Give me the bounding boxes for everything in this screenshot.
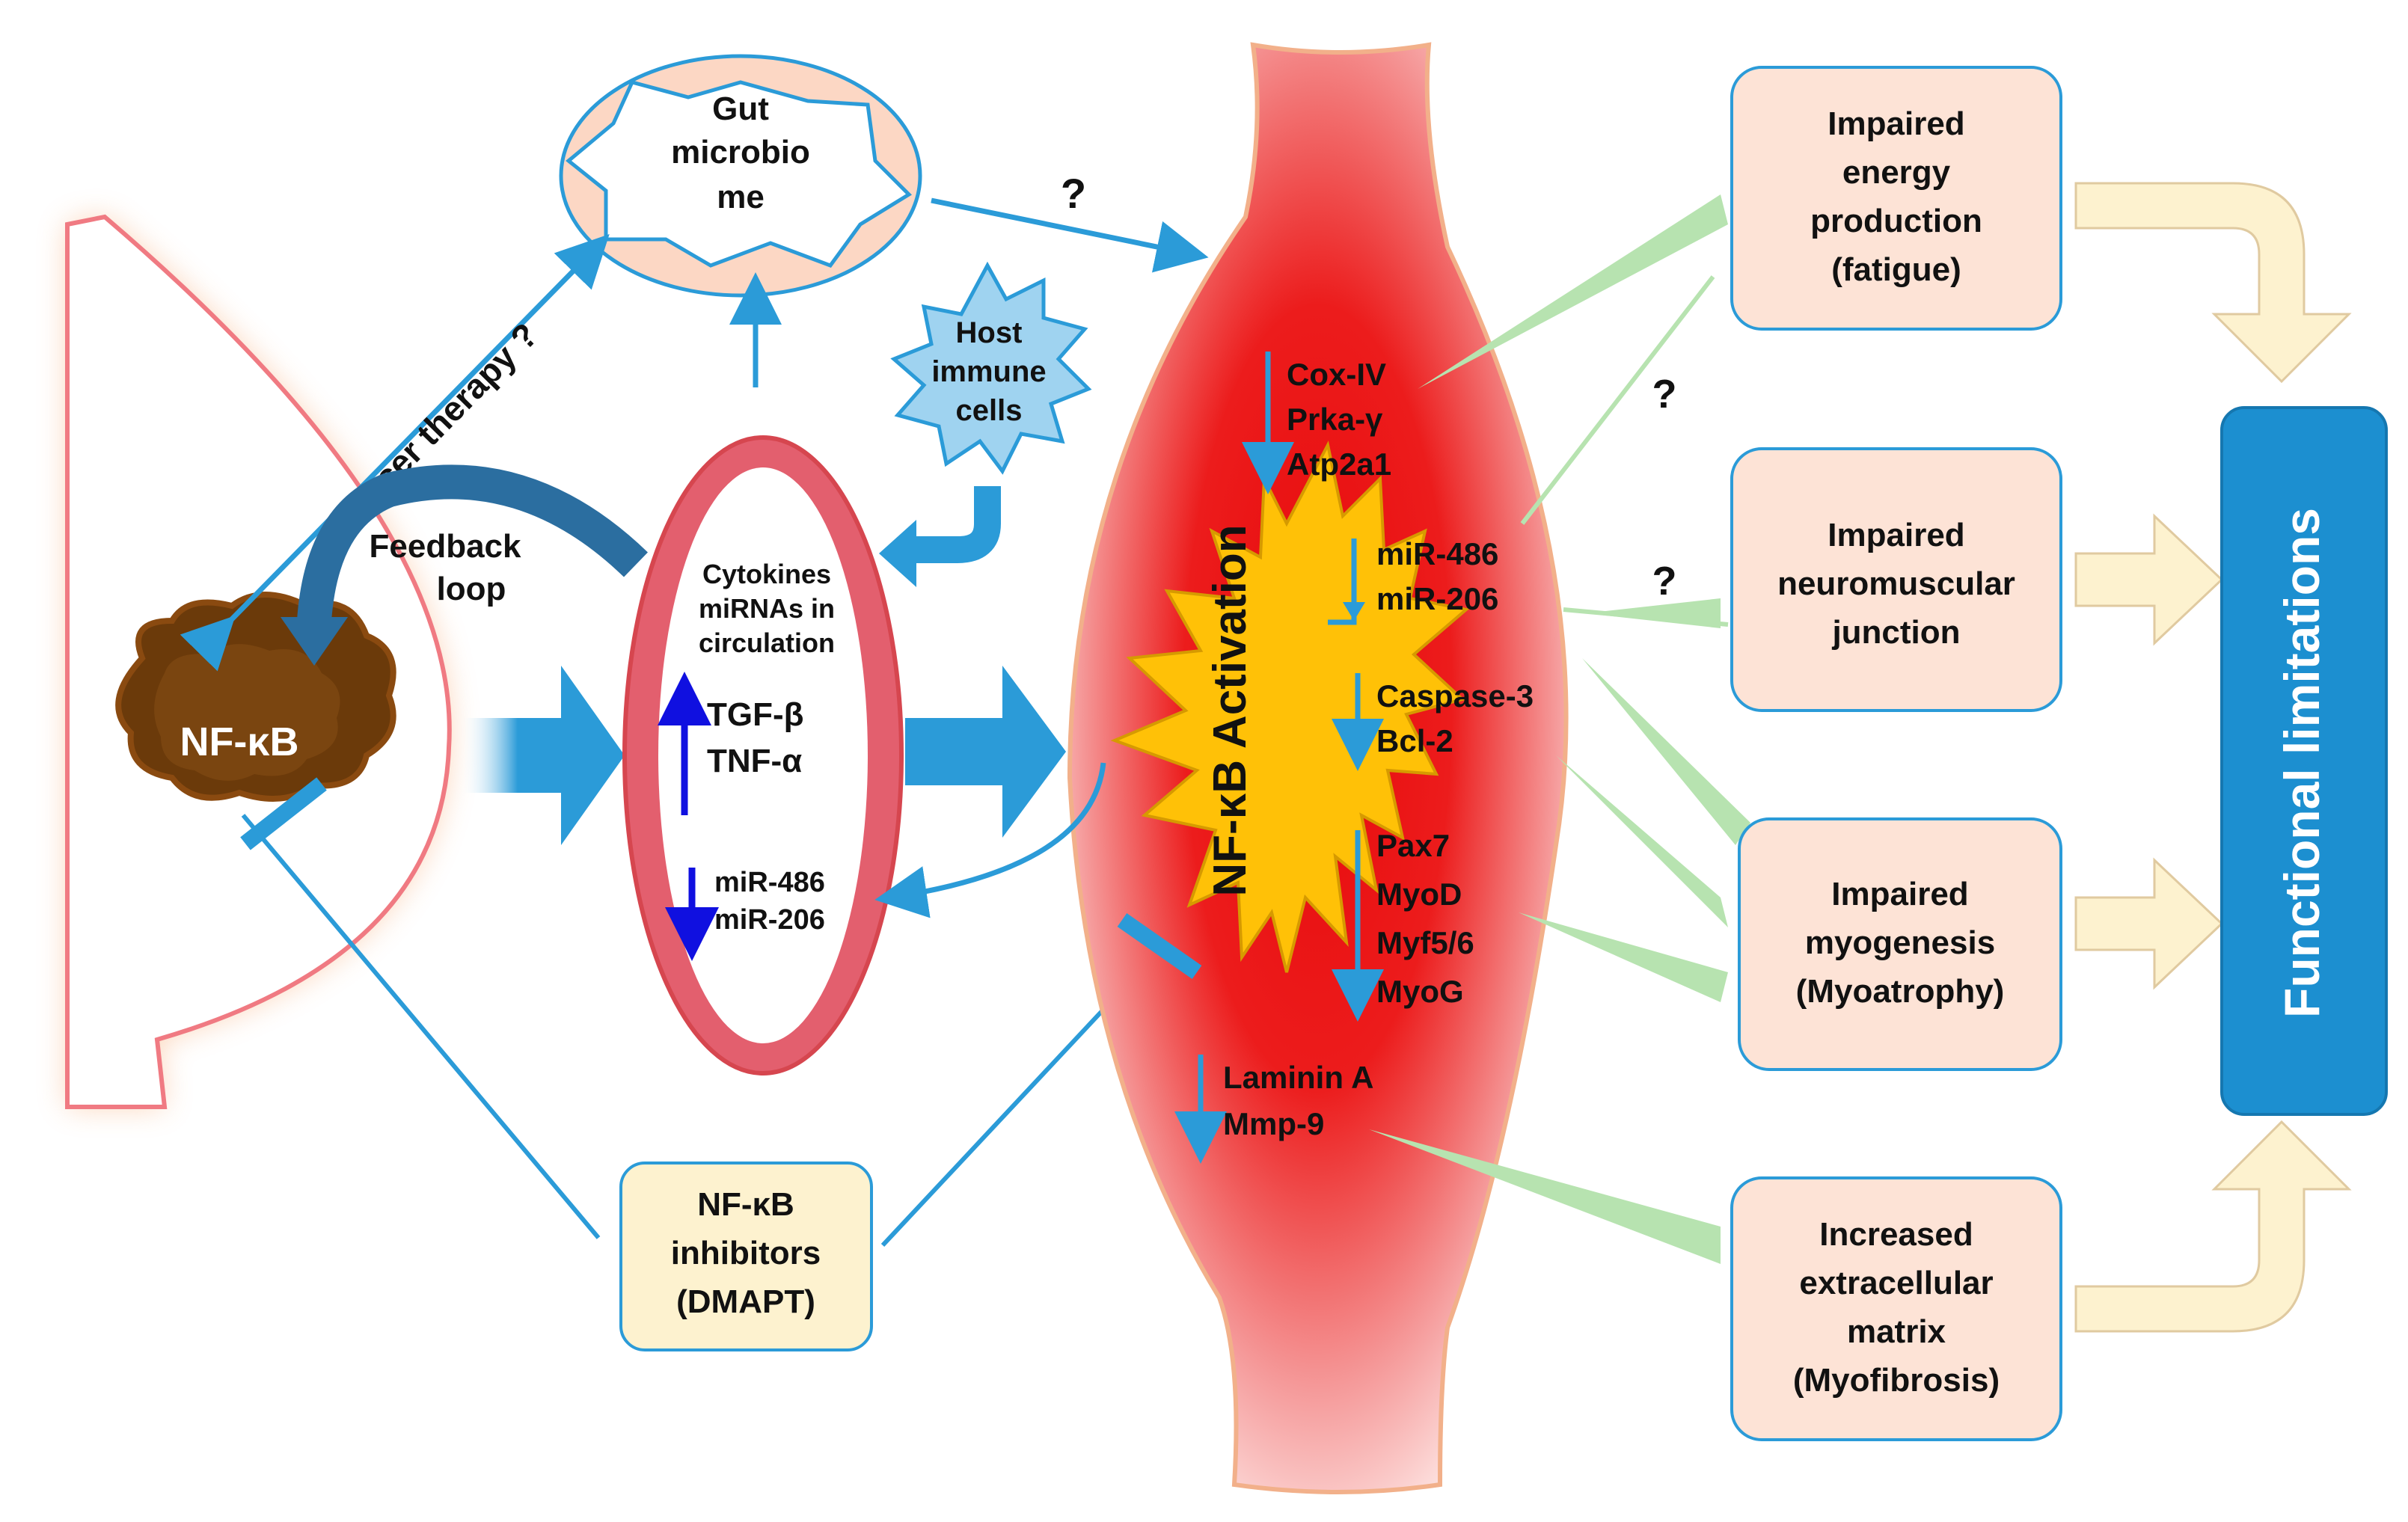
question-mark-nmj: ? — [1652, 559, 1677, 604]
outcome-myogenesis-line2: myogenesis — [1805, 924, 1995, 961]
circulation-label-line2: miRNAs in — [699, 593, 835, 624]
marker-atp2a1: Atp2a1 — [1287, 447, 1391, 482]
circulation-vessel: Cytokines miRNAs in circulation TGF-β TN… — [622, 435, 904, 1075]
host-arrowhead — [879, 520, 916, 587]
activation-inhibition-bar — [1117, 912, 1202, 980]
circulation-label-line3: circulation — [699, 627, 835, 658]
gut-label-line2: microbio — [671, 134, 810, 171]
wedge-myogenesis-2 — [1556, 755, 1728, 927]
inhibitor-to-nfkb-line — [241, 814, 601, 1239]
tgf-beta-label: TGF-β — [707, 696, 804, 733]
activation-to-circulation-arrow — [874, 762, 1106, 918]
feedback-loop-arrow — [297, 464, 648, 622]
marker-prka: Prka-γ — [1287, 402, 1383, 437]
outcome-energy-line4: (fatigue) — [1831, 251, 1961, 288]
arrow-ecm-to-functional — [2074, 1120, 2352, 1333]
wedge-energy — [1418, 194, 1728, 389]
tumor-to-circulation-arrow — [460, 666, 625, 845]
nmj-link-thin — [1563, 607, 1729, 627]
cancer-therapy-arrow — [180, 234, 610, 672]
marker-laminin-a: Laminin A — [1223, 1060, 1373, 1095]
wedge-myogenesis-1 — [1582, 658, 1750, 845]
arrow-energy-to-functional — [2074, 182, 2352, 384]
gut-microbiome-node: Gut microbio me — [559, 54, 922, 298]
outcome-ecm-line2: extracellular — [1799, 1265, 1993, 1301]
marker-myod: MyoD — [1376, 877, 1462, 912]
activation-label: NF-κB Activation — [1204, 524, 1256, 896]
muscle-markers: Cox-IV Prka-γ Atp2a1 miR-486 miR-206 Cas… — [1174, 352, 1534, 1164]
mir486-circ-label: miR-486 — [714, 867, 825, 898]
outcome-nmj-line1: Impaired — [1828, 517, 1964, 553]
gut-label-line1: Gut — [712, 90, 769, 127]
outcome-nmj-box: Impaired neuromuscular junction — [1730, 447, 2062, 712]
marker-pax7: Pax7 — [1376, 828, 1450, 863]
outcome-energy-line3: production — [1810, 203, 1982, 239]
gut-to-muscle-arrow — [931, 197, 1209, 273]
outcome-myogenesis-box: Impaired myogenesis (Myoatrophy) — [1738, 817, 2062, 1071]
nfkb-node: NF-κB — [115, 592, 396, 802]
mir206-circ-label: miR-206 — [714, 904, 825, 936]
host-label-line2: immune — [931, 355, 1046, 388]
marker-arrow-group2-head — [1343, 602, 1365, 621]
outcome-myogenesis-line3: (Myoatrophy) — [1796, 973, 2005, 1010]
outcome-energy-line2: energy — [1842, 154, 1951, 191]
feedback-label-line2: loop — [437, 571, 506, 607]
host-label-line1: Host — [956, 316, 1023, 349]
marker-bcl2: Bcl-2 — [1376, 723, 1453, 758]
question-mark-top: ? — [1061, 170, 1086, 217]
tnf-alpha-label: TNF-α — [707, 743, 802, 779]
marker-myog: MyoG — [1376, 974, 1464, 1009]
host-to-circulation-arrow — [916, 486, 1001, 563]
outcome-ecm-line4: (Myofibrosis) — [1793, 1362, 2000, 1399]
outcome-ecm-box: Increased extracellular matrix (Myofibro… — [1730, 1176, 2062, 1441]
outcome-energy-line1: Impaired — [1828, 105, 1964, 142]
marker-mir206: miR-206 — [1376, 581, 1498, 616]
marker-cox-iv: Cox-IV — [1287, 357, 1386, 392]
inhibitors-label-line1: NF-κB — [697, 1186, 794, 1223]
energy-link-thin — [1520, 275, 1715, 525]
outcome-nmj-line2: neuromuscular — [1777, 565, 2015, 602]
cream-arrows — [2074, 182, 2352, 1333]
host-immune-cells-node: Host immune cells — [890, 261, 1092, 475]
circulation-label-line1: Cytokines — [702, 559, 831, 589]
arrow-myogenesis-to-functional — [2074, 857, 2224, 990]
marker-myf56: Myf5/6 — [1376, 925, 1474, 960]
outcome-ecm-line3: matrix — [1847, 1313, 1946, 1350]
outcome-nmj-line3: junction — [1831, 614, 1960, 651]
circulation-to-muscle-arrow — [905, 666, 1066, 838]
inhibitors-label-line3: (DMAPT) — [676, 1283, 815, 1320]
feedback-arrowhead — [281, 617, 348, 666]
wedge-ecm — [1369, 1129, 1721, 1264]
marker-mir486: miR-486 — [1376, 536, 1498, 571]
feedback-label-line1: Feedback — [370, 528, 522, 565]
nfkb-label: NF-κB — [180, 719, 298, 764]
outcome-ecm-line1: Increased — [1819, 1216, 1973, 1253]
marker-caspase3: Caspase-3 — [1376, 678, 1534, 714]
marker-arrow-group2 — [1328, 538, 1357, 625]
nfkb-inhibitors-box: NF-κB inhibitors (DMAPT) — [619, 1162, 873, 1351]
inhibitors-label-line2: inhibitors — [671, 1235, 821, 1271]
arrow-nmj-to-functional — [2074, 513, 2224, 646]
functional-limitations-box: Functional limitations — [2220, 406, 2388, 1116]
nfkb-activation-node: NF-κB Activation — [1110, 441, 1470, 973]
marker-mmp9: Mmp-9 — [1223, 1106, 1324, 1141]
outcome-energy-box: Impaired energy production (fatigue) — [1730, 66, 2062, 331]
question-mark-energy: ? — [1652, 372, 1677, 417]
host-label-line3: cells — [956, 394, 1023, 427]
outcome-myogenesis-line1: Impaired — [1831, 876, 1968, 912]
green-connectors — [1369, 194, 1750, 1264]
gut-label-line3: me — [717, 179, 765, 215]
wedge-myogenesis-3 — [1519, 912, 1728, 1002]
functional-limitations-label: Functional limitations — [2274, 508, 2329, 1018]
